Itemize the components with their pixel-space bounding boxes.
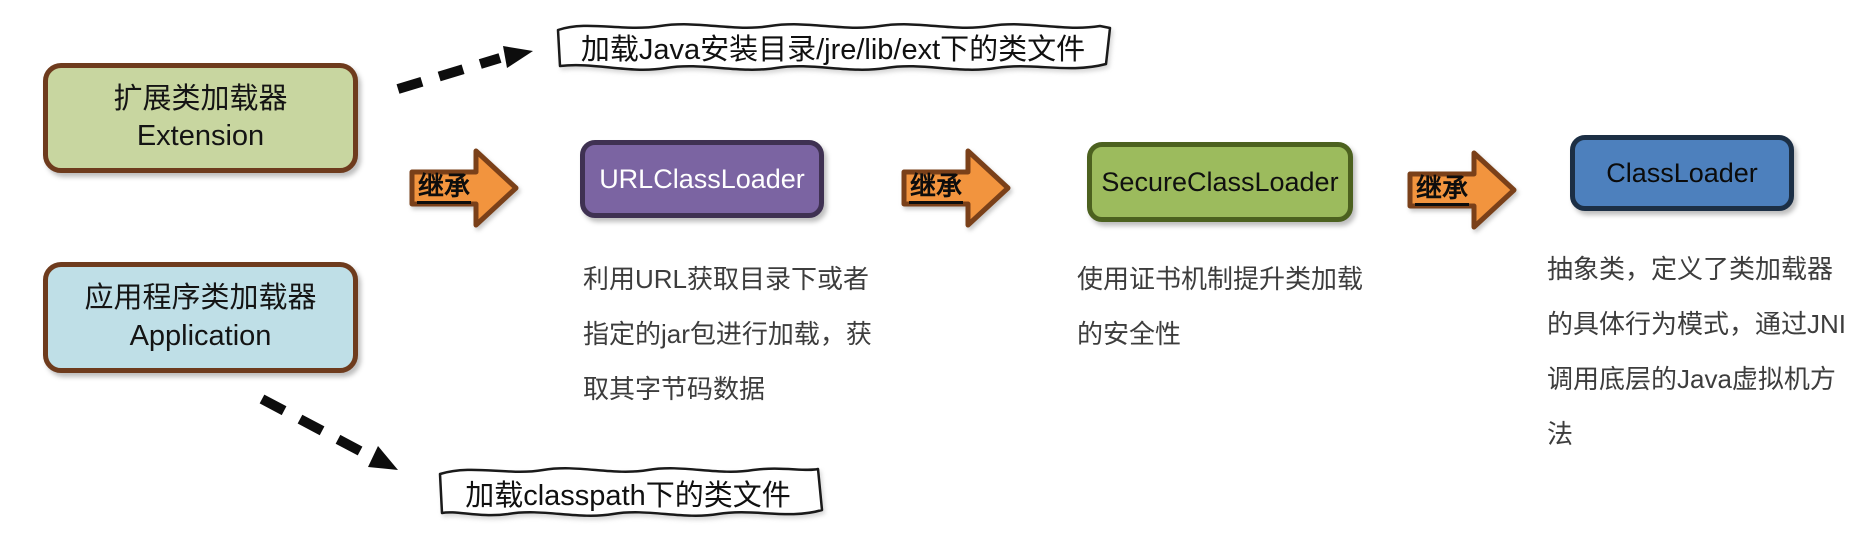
url-classloader-description: 利用URL获取目录下或者 指定的jar包进行加载，获 取其字节码数据 xyxy=(583,252,872,417)
inherit-arrow-1: 继承 xyxy=(408,146,520,230)
inherit-label: 继承 xyxy=(1414,174,1469,207)
secure-classloader-box: SecureClassLoader xyxy=(1087,142,1353,222)
application-loader-box: 应用程序类加载器 Application xyxy=(43,262,358,373)
inherit-label-wrap: 继承 xyxy=(904,146,968,230)
secure-classloader-description: 使用证书机制提升类加载 的安全性 xyxy=(1077,252,1363,362)
classloader-box: ClassLoader xyxy=(1570,135,1794,211)
inherit-label-wrap: 继承 xyxy=(412,146,476,230)
application-note-callout: 加载classpath下的类文件 xyxy=(428,456,828,530)
inherit-label: 继承 xyxy=(908,172,963,205)
description-line: 的具体行为模式，通过JNI xyxy=(1547,309,1847,339)
description-line: 利用URL获取目录下或者 xyxy=(583,264,870,294)
extension-loader-label-en: Extension xyxy=(136,120,265,152)
inherit-arrow-2: 继承 xyxy=(900,146,1012,230)
classloader-description: 抽象类，定义了类加载器 的具体行为模式，通过JNI 调用底层的Java虚拟机方 … xyxy=(1547,242,1846,462)
inherit-label: 继承 xyxy=(416,172,471,205)
description-line: 的安全性 xyxy=(1077,319,1182,349)
url-classloader-box: URLClassLoader xyxy=(580,140,824,218)
extension-note-callout: 加载Java安装目录/jre/lib/ext下的类文件 xyxy=(548,14,1118,80)
description-line: 抽象类，定义了类加载器 xyxy=(1547,254,1834,284)
dashed-arrow-extension-note xyxy=(396,46,533,94)
application-note-text: 加载classpath下的类文件 xyxy=(465,480,791,512)
inherit-arrow-3: 继承 xyxy=(1406,148,1518,232)
description-line: 指定的jar包进行加载，获 xyxy=(583,319,872,349)
application-loader-label-cn: 应用程序类加载器 xyxy=(84,282,317,315)
description-line: 使用证书机制提升类加载 xyxy=(1077,264,1364,294)
wavy-border-shape xyxy=(438,467,824,517)
application-loader-label-en: Application xyxy=(129,319,272,352)
wavy-border-shape xyxy=(556,23,1112,71)
extension-note-text: 加载Java安装目录/jre/lib/ext下的类文件 xyxy=(580,34,1086,66)
url-classloader-label: URLClassLoader xyxy=(599,163,805,194)
inherit-label-wrap: 继承 xyxy=(1410,148,1474,232)
classloader-label: ClassLoader xyxy=(1606,157,1758,188)
extension-loader-label-cn: 扩展类加载器 xyxy=(113,82,288,115)
secure-classloader-label: SecureClassLoader xyxy=(1101,166,1339,197)
extension-loader-box: 扩展类加载器 Extension xyxy=(43,63,358,173)
description-line: 取其字节码数据 xyxy=(583,374,766,404)
description-line: 调用底层的Java虚拟机方 xyxy=(1547,364,1836,394)
dashed-arrow-application-note xyxy=(259,394,398,470)
description-line: 法 xyxy=(1547,419,1574,449)
